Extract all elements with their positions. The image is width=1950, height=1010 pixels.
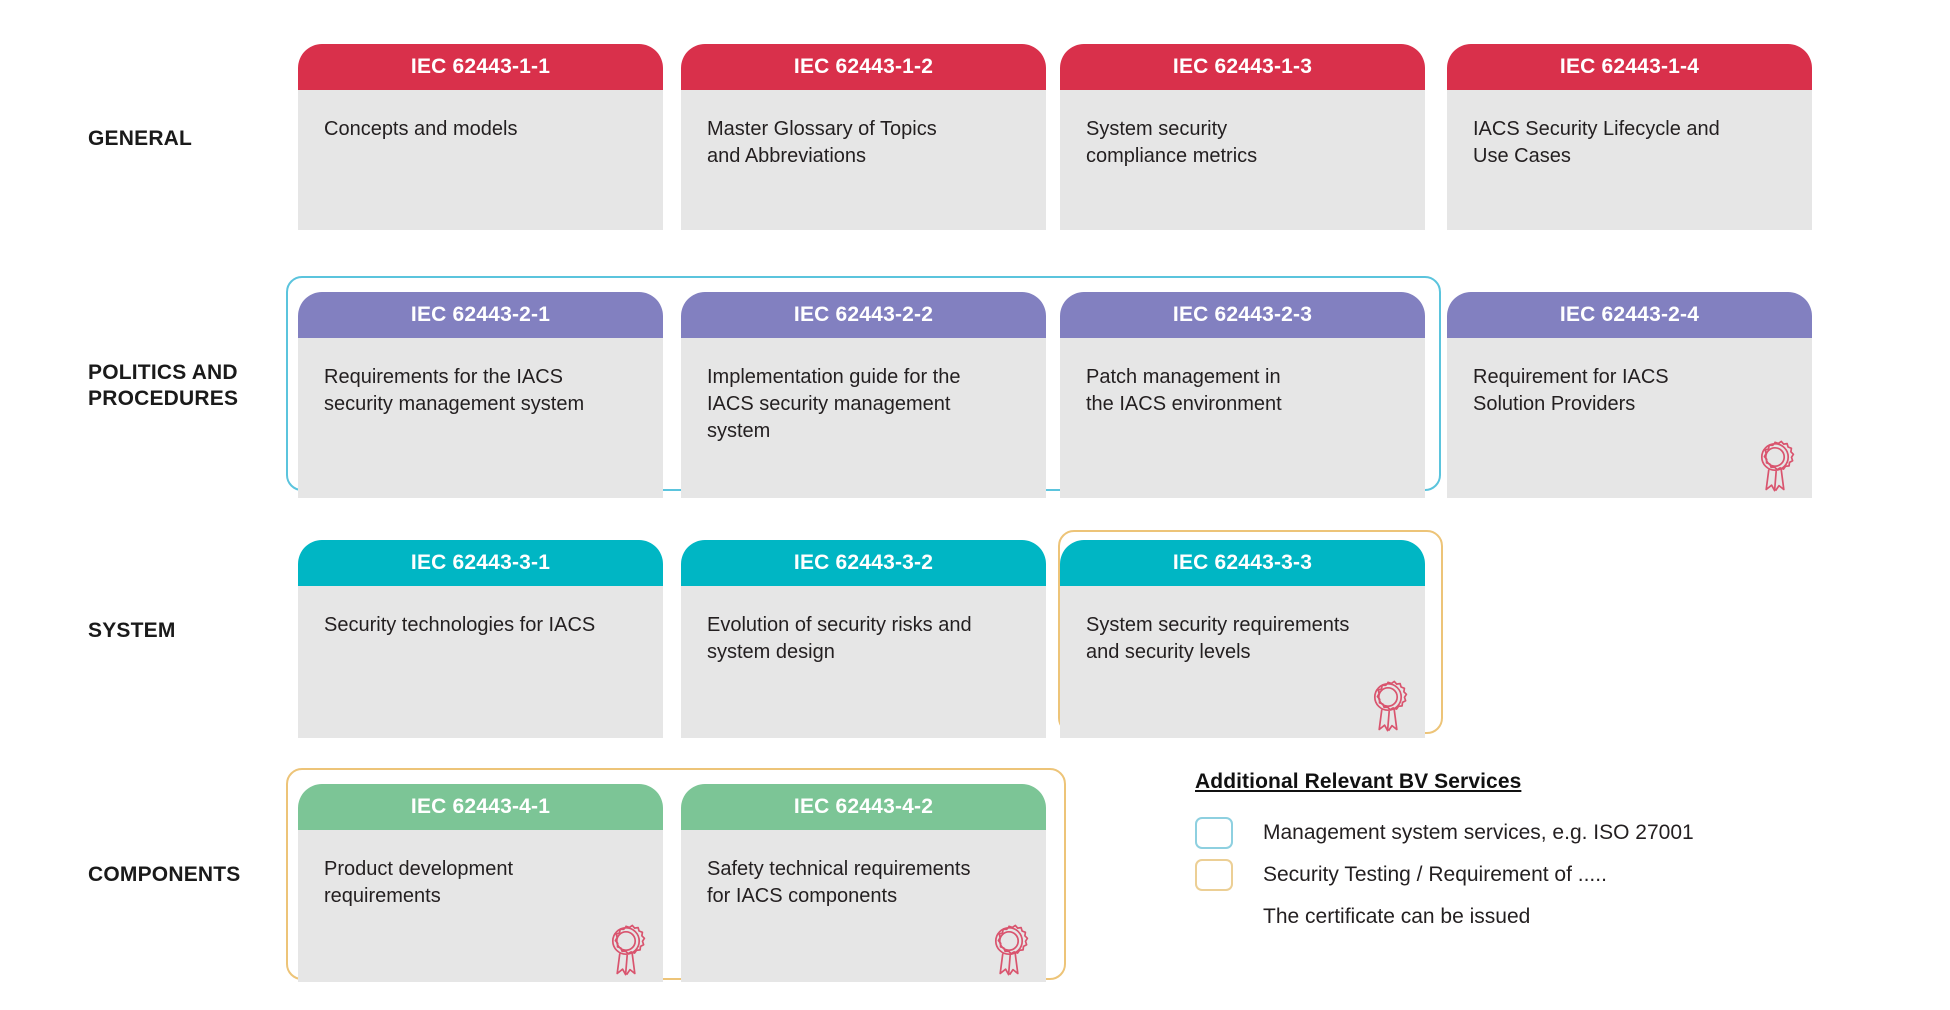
legend-swatch-orange-icon	[1195, 859, 1233, 891]
legend-additional-bv-services: Additional Relevant BV Services Manageme…	[1195, 770, 1795, 938]
card-iec-62443-3-2[interactable]: IEC 62443-3-2 Evolution of security risk…	[681, 540, 1046, 738]
row-politics-and-procedures: POLITICS AND PROCEDURES IEC 62443-2-1 Re…	[0, 292, 1950, 498]
card-body: Product development requirements	[298, 830, 663, 982]
card-body: System security compliance metrics	[1060, 90, 1425, 230]
legend-item-management-system-services: Management system services, e.g. ISO 270…	[1195, 812, 1795, 854]
card-iec-62443-4-2[interactable]: IEC 62443-4-2 Safety technical requireme…	[681, 784, 1046, 982]
card-code-label: IEC 62443-3-1	[410, 551, 551, 574]
legend-title: Additional Relevant BV Services	[1195, 770, 1522, 793]
legend-item-security-testing: Security Testing / Requirement of .....	[1195, 854, 1795, 896]
card-iec-62443-3-1[interactable]: IEC 62443-3-1 Security technologies for …	[298, 540, 663, 738]
legend-item-label: The certificate can be issued	[1263, 905, 1531, 928]
card-header: IEC 62443-1-2	[681, 44, 1046, 90]
card-iec-62443-1-4[interactable]: IEC 62443-1-4 IACS Security Lifecycle an…	[1447, 44, 1812, 230]
card-iec-62443-4-1[interactable]: IEC 62443-4-1 Product development requir…	[298, 784, 663, 982]
card-header: IEC 62443-4-2	[681, 784, 1046, 830]
card-header: IEC 62443-1-4	[1447, 44, 1812, 90]
row-label-components: COMPONENTS	[88, 863, 241, 886]
card-header: IEC 62443-2-3	[1060, 292, 1425, 338]
legend-item-certificate-can-be-issued: The certificate can be issued	[1195, 896, 1795, 938]
card-code-label: IEC 62443-2-4	[1559, 303, 1700, 326]
card-iec-62443-2-1[interactable]: IEC 62443-2-1 Requirements for the IACS …	[298, 292, 663, 498]
legend-item-label: Management system services, e.g. ISO 270…	[1263, 821, 1694, 844]
row-components: COMPONENTS IEC 62443-4-1 Product develop…	[0, 784, 1950, 982]
card-body: Safety technical requirements for IACS c…	[681, 830, 1046, 982]
card-iec-62443-1-1[interactable]: IEC 62443-1-1 Concepts and models	[298, 44, 663, 230]
card-description: Security technologies for IACS	[324, 614, 596, 636]
card-code-label: IEC 62443-1-1	[410, 55, 551, 78]
legend-swatch-placeholder	[1195, 901, 1233, 933]
card-description: Concepts and models	[324, 118, 518, 140]
card-header: IEC 62443-3-2	[681, 540, 1046, 586]
row-general: GENERAL IEC 62443-1-1 Concepts and model…	[0, 44, 1950, 234]
certificate-rosette-icon	[1760, 440, 1795, 492]
card-iec-62443-1-2[interactable]: IEC 62443-1-2 Master Glossary of Topics …	[681, 44, 1046, 230]
legend-swatch-blue-icon	[1195, 817, 1233, 849]
card-header: IEC 62443-3-3	[1060, 540, 1425, 586]
card-description: Safety technical requirements for IACS c…	[707, 858, 971, 907]
row-label-general: GENERAL	[88, 127, 193, 150]
card-description: System security requirements and securit…	[1086, 614, 1350, 663]
card-code-label: IEC 62443-1-3	[1172, 55, 1313, 78]
card-description: Requirement for IACS Solution Providers	[1473, 366, 1669, 415]
card-header: IEC 62443-1-1	[298, 44, 663, 90]
row-label-system: SYSTEM	[88, 619, 176, 642]
card-body: IACS Security Lifecycle and Use Cases	[1447, 90, 1812, 230]
card-description: IACS Security Lifecycle and Use Cases	[1473, 118, 1720, 167]
card-description: Requirements for the IACS security manag…	[324, 366, 585, 415]
card-description: Evolution of security risks and system d…	[707, 614, 972, 663]
card-code-label: IEC 62443-3-3	[1172, 551, 1313, 574]
card-header: IEC 62443-3-1	[298, 540, 663, 586]
card-code-label: IEC 62443-3-2	[793, 551, 934, 574]
card-description: Master Glossary of Topics and Abbreviati…	[707, 118, 937, 167]
card-code-label: IEC 62443-2-3	[1172, 303, 1313, 326]
card-header: IEC 62443-2-1	[298, 292, 663, 338]
card-code-label: IEC 62443-2-2	[793, 303, 934, 326]
card-body: Requirements for the IACS security manag…	[298, 338, 663, 498]
card-body: System security requirements and securit…	[1060, 586, 1425, 738]
highlight-box-security-testing-components-row	[286, 768, 1066, 980]
card-header: IEC 62443-1-3	[1060, 44, 1425, 90]
legend-item-label: Security Testing / Requirement of .....	[1263, 863, 1607, 886]
card-body: Implementation guide for the IACS securi…	[681, 338, 1046, 498]
card-body: Patch management in the IACS environment	[1060, 338, 1425, 498]
certificate-rosette-icon	[994, 924, 1029, 976]
card-iec-62443-2-2[interactable]: IEC 62443-2-2 Implementation guide for t…	[681, 292, 1046, 498]
card-code-label: IEC 62443-4-2	[793, 795, 934, 818]
certificate-rosette-icon	[1373, 680, 1408, 732]
card-header: IEC 62443-2-4	[1447, 292, 1812, 338]
card-iec-62443-2-4[interactable]: IEC 62443-2-4 Requirement for IACS Solut…	[1447, 292, 1812, 498]
card-body: Requirement for IACS Solution Providers	[1447, 338, 1812, 498]
card-body: Evolution of security risks and system d…	[681, 586, 1046, 738]
card-code-label: IEC 62443-2-1	[410, 303, 551, 326]
card-body: Master Glossary of Topics and Abbreviati…	[681, 90, 1046, 230]
card-iec-62443-2-3[interactable]: IEC 62443-2-3 Patch management in the IA…	[1060, 292, 1425, 498]
certificate-rosette-icon	[611, 924, 646, 976]
card-description: System security compliance metrics	[1086, 118, 1258, 167]
row-system: SYSTEM IEC 62443-3-1 Security technologi…	[0, 540, 1950, 738]
card-header: IEC 62443-4-1	[298, 784, 663, 830]
card-description: Implementation guide for the IACS securi…	[707, 366, 961, 442]
card-body: Security technologies for IACS	[298, 586, 663, 738]
row-label-politics-and-procedures: POLITICS AND PROCEDURES	[88, 361, 239, 410]
card-description: Patch management in the IACS environment	[1086, 366, 1282, 415]
card-iec-62443-1-3[interactable]: IEC 62443-1-3 System security compliance…	[1060, 44, 1425, 230]
card-iec-62443-3-3[interactable]: IEC 62443-3-3 System security requiremen…	[1060, 540, 1425, 738]
card-header: IEC 62443-2-2	[681, 292, 1046, 338]
card-body: Concepts and models	[298, 90, 663, 230]
card-code-label: IEC 62443-1-2	[793, 55, 934, 78]
card-code-label: IEC 62443-1-4	[1559, 55, 1700, 78]
card-code-label: IEC 62443-4-1	[410, 795, 551, 818]
card-description: Product development requirements	[324, 858, 514, 907]
